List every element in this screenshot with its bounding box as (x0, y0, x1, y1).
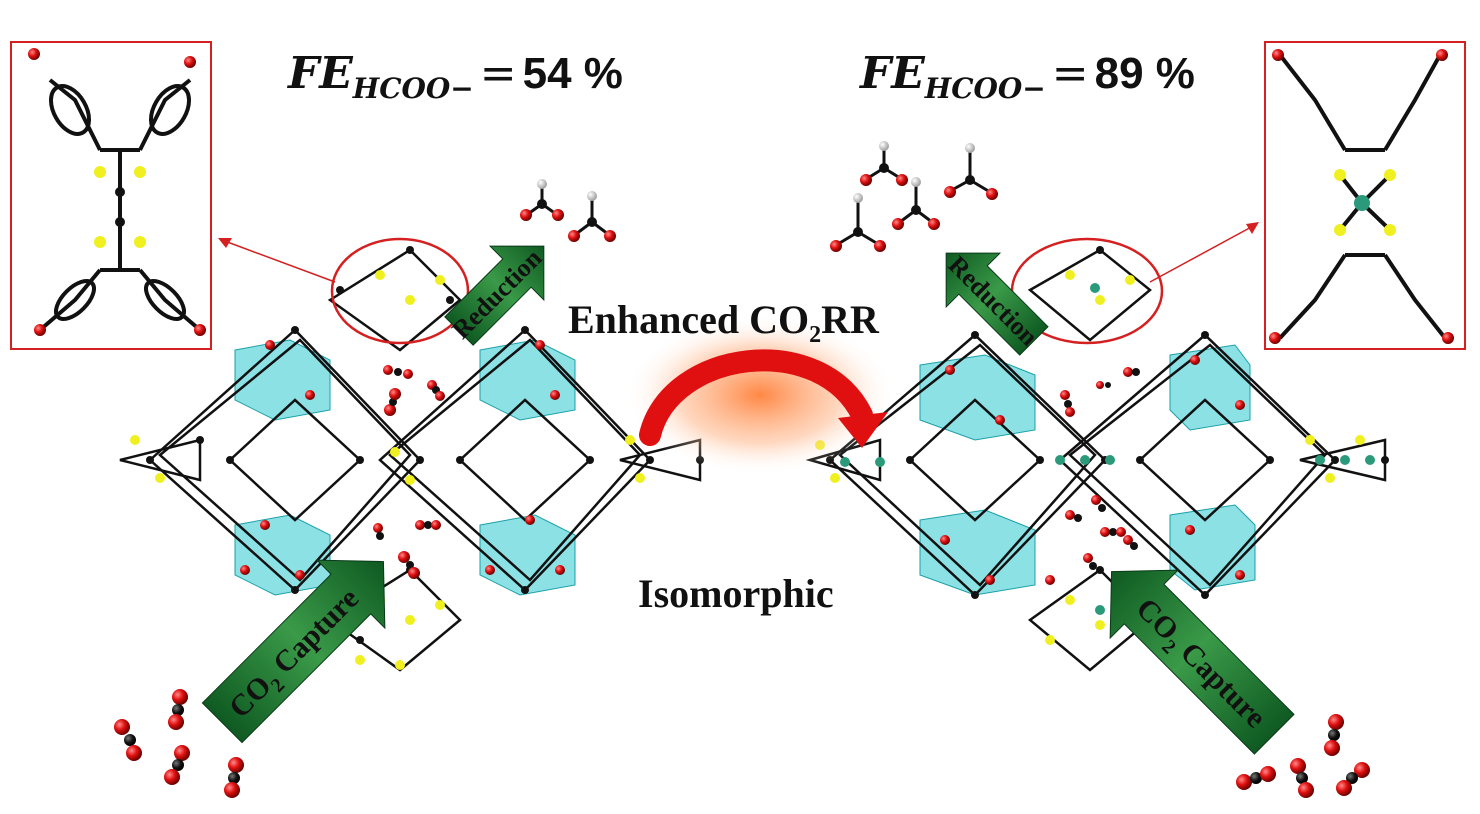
left-highlight-ring (330, 237, 470, 345)
right-fe-equation: FEHCOO−=89 % (860, 48, 1195, 105)
right-capture-label: CO2 Capture (1125, 592, 1272, 739)
right-fe-value: 89 % (1094, 49, 1195, 98)
right-pore-co2 (1060, 367, 1140, 570)
right-formate-molecules (830, 141, 998, 252)
enhancement-arrow (625, 315, 895, 475)
left-free-co2 (114, 689, 244, 798)
right-reduction-label: Reduction (943, 250, 1045, 352)
right-fe-equals: = (1051, 48, 1089, 99)
left-fe-symbol: FE (288, 48, 353, 99)
left-fe-equation: FEHCOO−=54 % (288, 48, 623, 105)
left-pore-co2 (373, 365, 445, 579)
left-fe-equals: = (479, 48, 517, 99)
right-fe-symbol: FE (860, 48, 925, 99)
right-free-co2 (1236, 714, 1370, 798)
right-ligand-inset (1264, 41, 1466, 350)
right-fe-subscript: HCOO− (924, 72, 1046, 105)
enhanced-co2rr-label: Enhanced CO2RR (568, 297, 879, 348)
left-fe-value: 54 % (522, 49, 623, 98)
left-reduction-label: Reduction (446, 243, 548, 345)
left-framework (119, 237, 704, 672)
left-formate-molecules (520, 179, 616, 242)
left-fe-subscript: HCOO− (352, 72, 474, 105)
isomorphic-label: Isomorphic (638, 571, 834, 616)
left-capture-label: CO2 Capture (223, 582, 370, 729)
left-ligand-inset (10, 41, 212, 350)
left-capture-arrow: CO2 Capture (201, 559, 386, 744)
